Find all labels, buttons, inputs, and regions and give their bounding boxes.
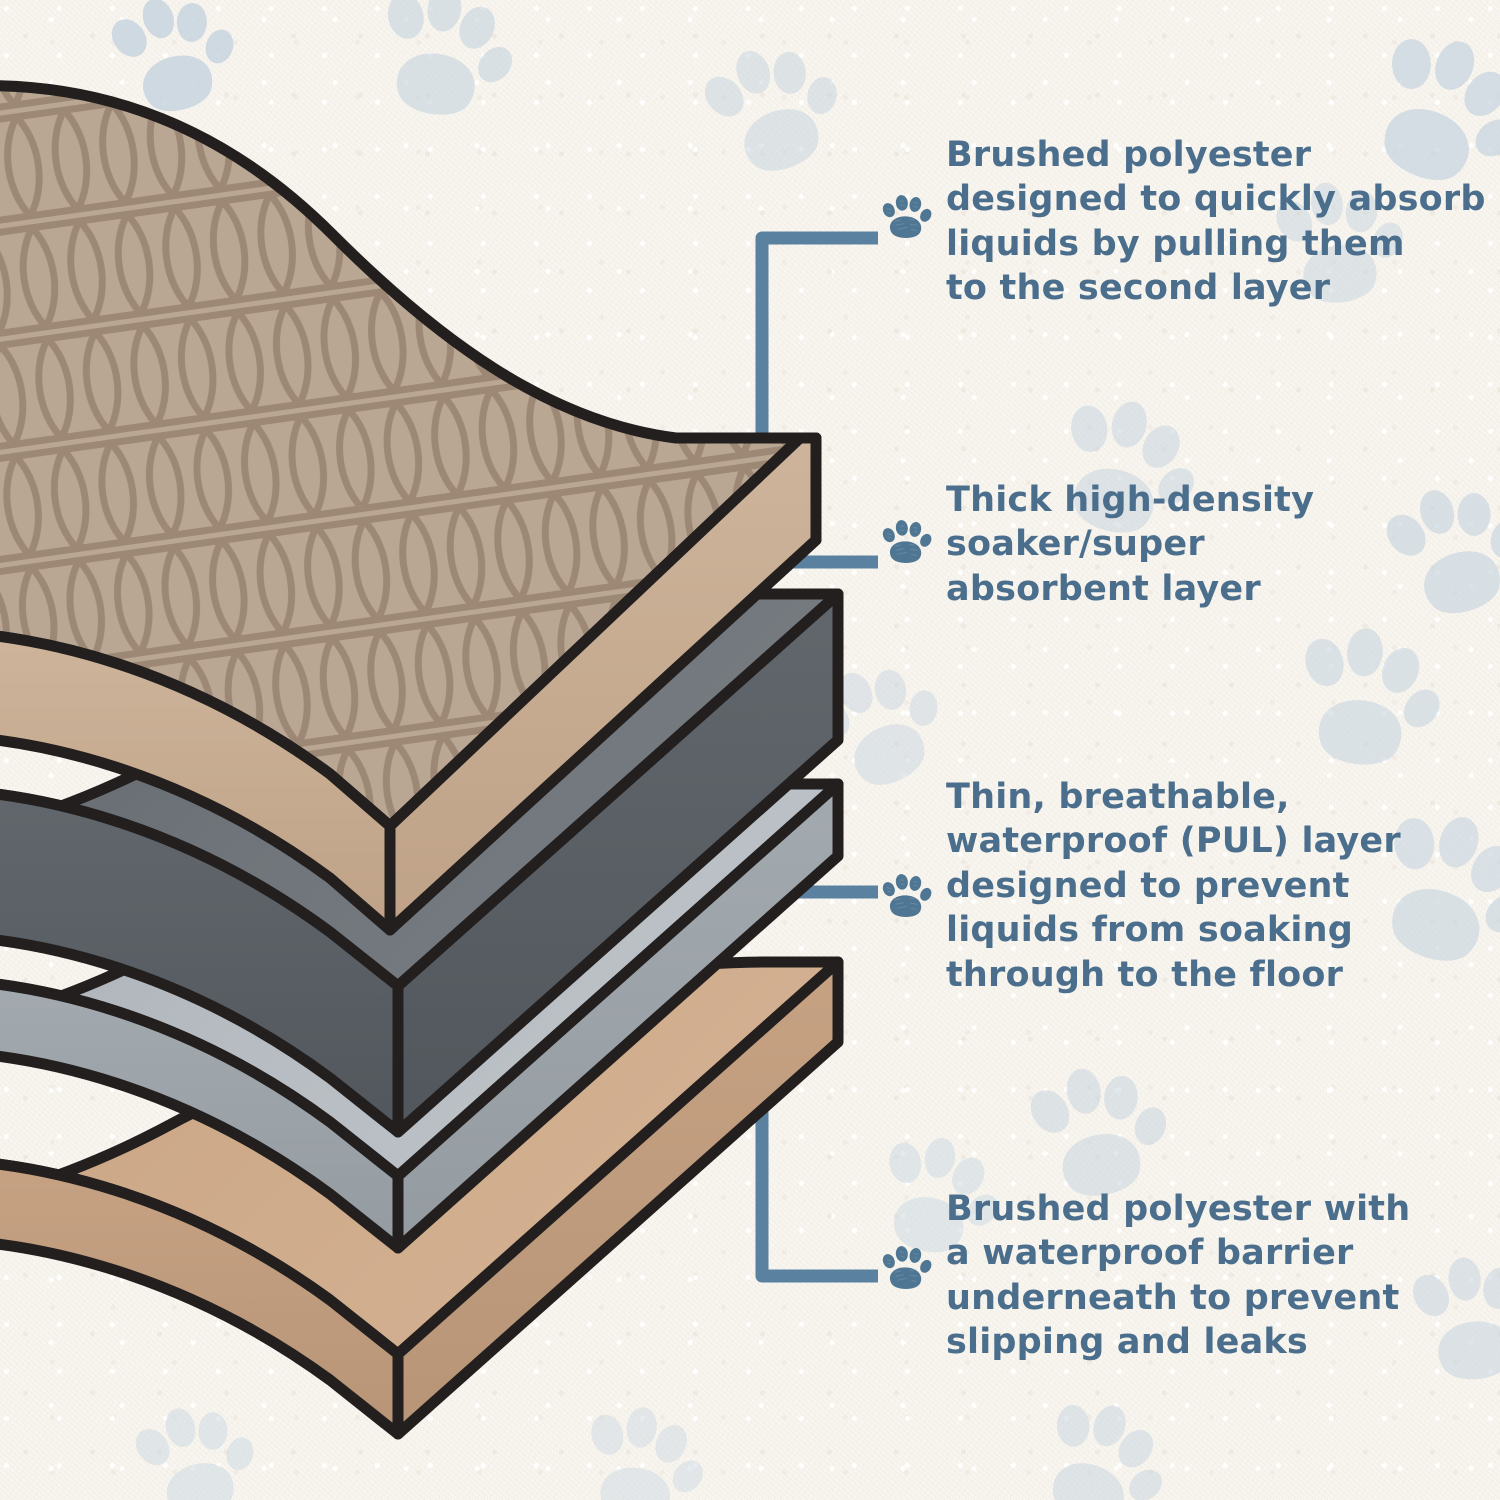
layer1-front-edge-face <box>0 631 396 936</box>
paw-icon <box>882 874 932 917</box>
layer-brushed-polyester-top <box>0 80 822 936</box>
callout-soaker-core: Thick high-density soaker/super absorben… <box>880 478 1314 611</box>
layer3-front-edge-face <box>0 979 404 1254</box>
layer4-front-edge-face <box>0 1158 404 1440</box>
paw-icon <box>882 520 932 563</box>
callout-brushed-polyester-top: Brushed polyester designed to quickly ab… <box>880 133 1486 311</box>
layer1-right-edge-face-cap <box>384 432 822 936</box>
paw-icon <box>882 1246 932 1289</box>
callout-3-text: Thin, breathable, waterproof (PUL) layer… <box>946 777 1401 995</box>
callout-1-text: Brushed polyester designed to quickly ab… <box>946 135 1486 309</box>
callout-4-text: Brushed polyester with a waterproof barr… <box>946 1189 1411 1363</box>
layer2-front-edge-face <box>0 789 404 1138</box>
callout-pul-waterproof: Thin, breathable, waterproof (PUL) layer… <box>880 775 1401 997</box>
callout-brushed-polyester-bottom: Brushed polyester with a waterproof barr… <box>880 1187 1410 1365</box>
callout-2-text: Thick high-density soaker/super absorben… <box>946 480 1315 609</box>
paw-icon <box>882 195 932 238</box>
leader-line-1 <box>755 231 878 468</box>
